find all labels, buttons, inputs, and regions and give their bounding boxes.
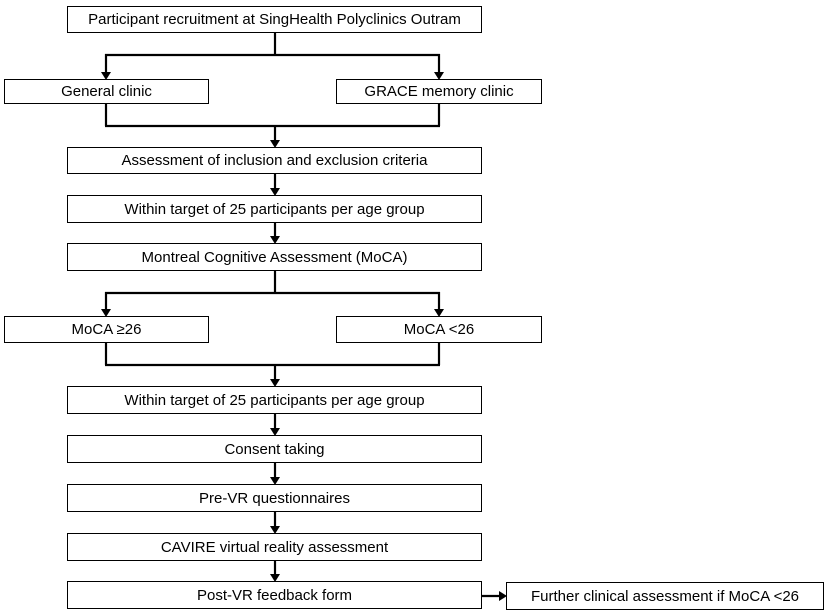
- arrowhead: [270, 236, 280, 244]
- arrowhead: [499, 591, 507, 601]
- node-moca-high-label: MoCA ≥26: [71, 321, 142, 338]
- node-grace-clinic-label: GRACE memory clinic: [364, 83, 514, 100]
- node-inclusion-criteria: Assessment of inclusion and exclusion cr…: [67, 147, 482, 174]
- node-further-assessment-label: Further clinical assessment if MoCA <26: [530, 587, 800, 605]
- node-pre-vr-label: Pre-VR questionnaires: [199, 489, 350, 507]
- node-target-2: Within target of 25 participants per age…: [67, 386, 482, 414]
- arrowhead: [270, 140, 280, 148]
- node-moca-low-label: MoCA <26: [403, 321, 475, 338]
- node-pre-vr: Pre-VR questionnaires: [67, 484, 482, 512]
- node-inclusion-criteria-label: Assessment of inclusion and exclusion cr…: [121, 152, 428, 169]
- node-recruitment: Participant recruitment at SingHealth Po…: [67, 6, 482, 33]
- arrowhead: [101, 309, 111, 317]
- arrowhead: [270, 526, 280, 534]
- arrowhead: [270, 574, 280, 582]
- node-target-1-label: Within target of 25 participants per age…: [124, 200, 425, 218]
- arrowhead: [270, 188, 280, 196]
- node-moca-label: Montreal Cognitive Assessment (MoCA): [141, 248, 408, 266]
- node-consent-label: Consent taking: [224, 440, 325, 458]
- node-cavire: CAVIRE virtual reality assessment: [67, 533, 482, 561]
- node-further-assessment: Further clinical assessment if MoCA <26: [506, 582, 824, 610]
- node-consent: Consent taking: [67, 435, 482, 463]
- arrowhead: [270, 428, 280, 436]
- node-target-2-label: Within target of 25 participants per age…: [124, 391, 425, 409]
- node-grace-clinic: GRACE memory clinic: [336, 79, 542, 104]
- node-post-vr: Post-VR feedback form: [67, 581, 482, 609]
- arrowhead: [270, 477, 280, 485]
- arrowhead: [101, 72, 111, 80]
- node-moca-low: MoCA <26: [336, 316, 542, 343]
- node-general-clinic-label: General clinic: [61, 83, 152, 100]
- arrowhead: [434, 72, 444, 80]
- node-cavire-label: CAVIRE virtual reality assessment: [160, 538, 389, 556]
- node-post-vr-label: Post-VR feedback form: [196, 586, 353, 604]
- node-target-1: Within target of 25 participants per age…: [67, 195, 482, 223]
- node-recruitment-label: Participant recruitment at SingHealth Po…: [88, 11, 461, 28]
- arrowhead: [434, 309, 444, 317]
- arrowhead: [270, 379, 280, 387]
- node-moca-high: MoCA ≥26: [4, 316, 209, 343]
- node-general-clinic: General clinic: [4, 79, 209, 104]
- node-moca: Montreal Cognitive Assessment (MoCA): [67, 243, 482, 271]
